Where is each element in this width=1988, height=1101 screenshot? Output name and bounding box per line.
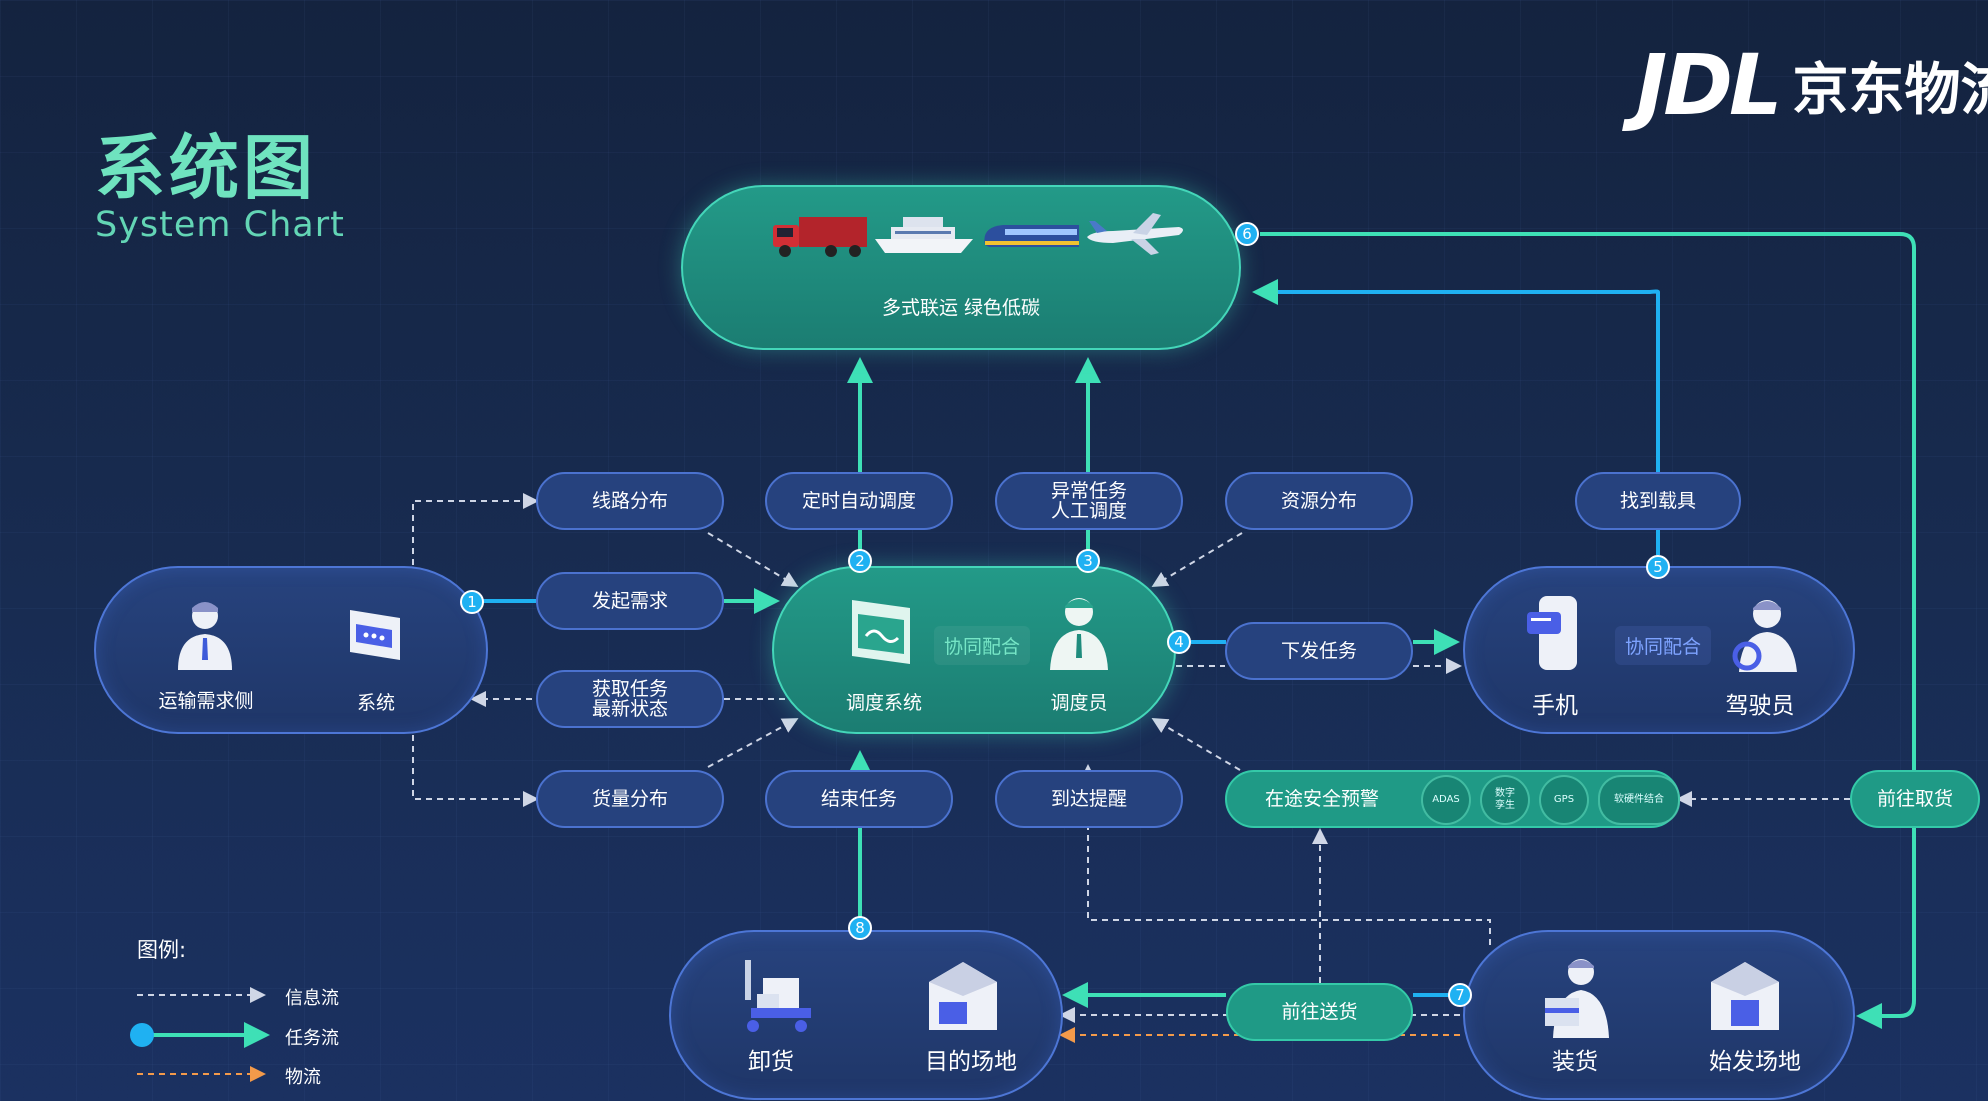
brand-logo: JDL 京东物流 bbox=[1636, 36, 1988, 134]
origin-site-label: 始发场地 bbox=[1709, 1049, 1801, 1075]
train-icon bbox=[984, 225, 1079, 247]
pill-get-task-status: 获取任务 最新状态 bbox=[536, 670, 724, 728]
step-number-8: 8 bbox=[848, 916, 872, 940]
pill-cargo-distribution: 货量分布 bbox=[536, 770, 724, 828]
tag-hardware-software: 软硬件结合 bbox=[1598, 775, 1680, 825]
legend-title: 图例: bbox=[137, 938, 187, 962]
pill-arrival-notice: 到达提醒 bbox=[995, 770, 1183, 828]
legend-task-label: 任务流 bbox=[285, 1028, 339, 1049]
info-line-route bbox=[412, 493, 539, 565]
task-line-step6 bbox=[1260, 232, 1916, 1029]
truck-icon bbox=[773, 217, 867, 257]
page-subtitle: System Chart bbox=[95, 205, 345, 245]
pill-manual-dispatch: 异常任务 人工调度 bbox=[995, 472, 1183, 530]
page-title: 系统图 bbox=[95, 127, 317, 209]
driver-label: 驾驶员 bbox=[1725, 693, 1795, 719]
legend-info-label: 信息流 bbox=[285, 988, 339, 1009]
step-number-4: 4 bbox=[1167, 630, 1191, 654]
safety-alert-label: 在途安全预警 bbox=[1265, 788, 1380, 810]
demand-person-label: 运输需求侧 bbox=[158, 690, 254, 712]
cruise-ship-icon bbox=[875, 217, 973, 253]
tag-digital-twin: 数字 孪生 bbox=[1480, 775, 1530, 825]
step-number-6: 6 bbox=[1235, 222, 1259, 246]
tag-gps: GPS bbox=[1539, 775, 1589, 825]
dispatcher-person-icon bbox=[1050, 598, 1108, 670]
info-line-cargo-to-dispatch bbox=[707, 718, 799, 768]
info-line-resource-to-dispatch bbox=[1151, 532, 1243, 588]
dispatch-system-label: 调度系统 bbox=[845, 692, 922, 714]
step-number-1: 1 bbox=[460, 590, 484, 614]
dispatch-panel: 协同配合 调度系统 调度员 bbox=[772, 566, 1176, 734]
pill-timed-auto-dispatch: 定时自动调度 bbox=[765, 472, 953, 530]
tag-adas: ADAS bbox=[1421, 775, 1471, 825]
driver-coop-label: 协同配合 bbox=[1615, 626, 1712, 665]
info-line-cargo bbox=[412, 735, 539, 807]
legend-task-dot bbox=[130, 1023, 154, 1047]
demand-person-icon bbox=[178, 602, 232, 670]
task-line-findvehicle bbox=[1252, 279, 1660, 555]
driver-panel: 协同配合 手机 驾驶员 bbox=[1463, 566, 1855, 734]
step-number-3: 3 bbox=[1076, 549, 1100, 573]
step-number-5: 5 bbox=[1646, 555, 1670, 579]
legend-logistics-label: 物流 bbox=[285, 1067, 321, 1088]
brand-logo-mark: JDL bbox=[1636, 36, 1783, 134]
pill-issue-task: 下发任务 bbox=[1225, 622, 1413, 680]
destination-warehouse-icon bbox=[929, 962, 997, 1030]
brand-name: 京东物流 bbox=[1792, 57, 1988, 123]
airplane-icon bbox=[1087, 213, 1183, 255]
multimodal-panel: 多式联运 绿色低碳 bbox=[681, 185, 1241, 350]
load-label: 装货 bbox=[1552, 1049, 1598, 1075]
loading-worker-icon bbox=[1545, 959, 1609, 1038]
multimodal-label: 多式联运 绿色低碳 bbox=[881, 297, 1041, 319]
pill-initiate-demand: 发起需求 bbox=[536, 572, 724, 630]
pill-end-task: 结束任务 bbox=[765, 770, 953, 828]
dispatch-coop-label: 协同配合 bbox=[934, 626, 1031, 665]
origin-panel: 装货 始发场地 bbox=[1463, 930, 1855, 1100]
unload-label: 卸货 bbox=[748, 1049, 794, 1075]
unload-pallet-icon bbox=[745, 960, 811, 1032]
step-number-2: 2 bbox=[848, 549, 872, 573]
destination-site-label: 目的场地 bbox=[925, 1049, 1017, 1075]
origin-warehouse-icon bbox=[1711, 962, 1779, 1030]
mobile-phone-icon bbox=[1527, 596, 1577, 670]
driver-person-icon bbox=[1732, 600, 1797, 672]
destination-panel: 卸货 目的场地 bbox=[669, 930, 1063, 1100]
pill-go-pickup: 前往取货 bbox=[1850, 770, 1980, 828]
info-line-safety-to-dispatch bbox=[1151, 717, 1241, 771]
dispatch-system-icon bbox=[852, 600, 910, 664]
pill-route-distribution: 线路分布 bbox=[536, 472, 724, 530]
demand-system-label: 系统 bbox=[356, 692, 395, 714]
pill-resource-distribution: 资源分布 bbox=[1225, 472, 1413, 530]
info-line-route-to-dispatch bbox=[707, 532, 799, 588]
pill-go-delivery: 前往送货 bbox=[1226, 983, 1413, 1041]
phone-label: 手机 bbox=[1532, 693, 1578, 719]
info-line-origin-to-arrival bbox=[1080, 764, 1491, 945]
step-number-7: 7 bbox=[1448, 983, 1472, 1007]
demand-panel: 运输需求侧 系统 bbox=[94, 566, 488, 734]
dispatcher-label: 调度员 bbox=[1050, 692, 1108, 714]
pill-find-vehicle: 找到载具 bbox=[1575, 472, 1741, 530]
system-computer-icon bbox=[350, 610, 400, 660]
